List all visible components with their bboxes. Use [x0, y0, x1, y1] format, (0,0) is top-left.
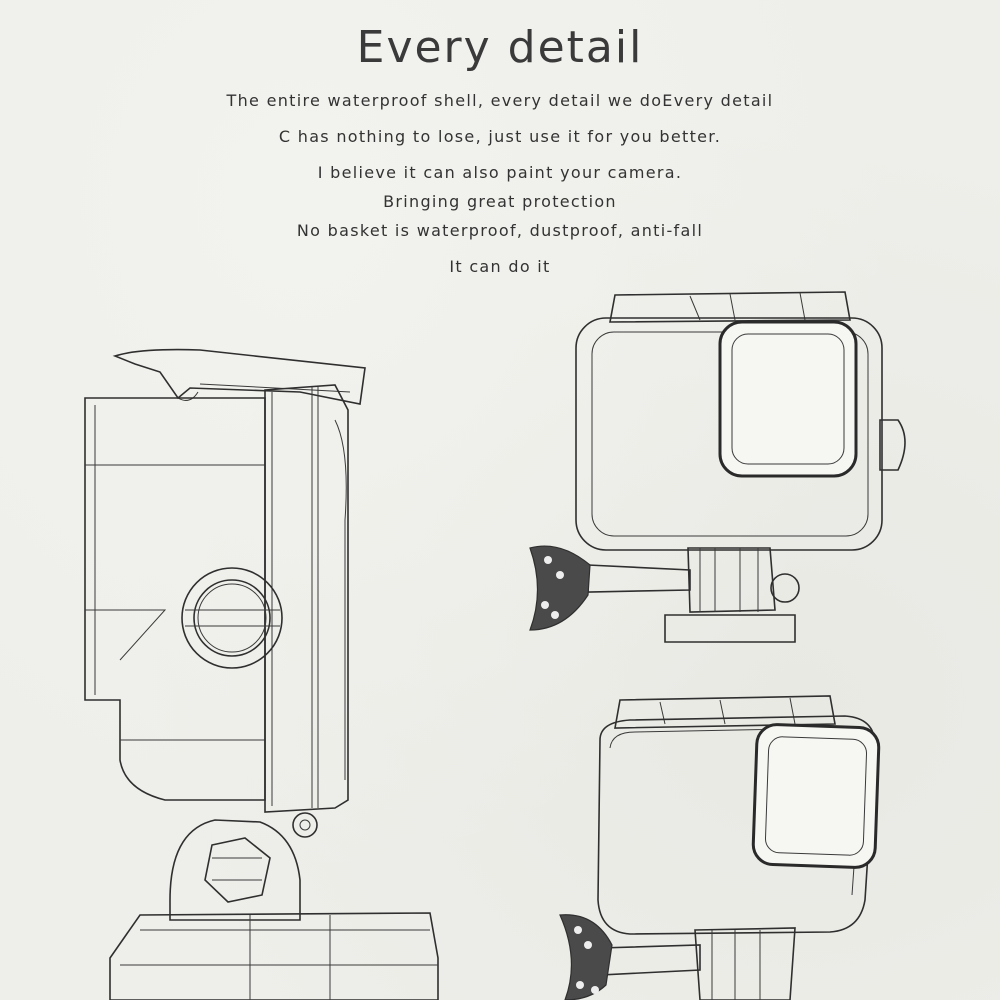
description-line-5: No basket is waterproof, dustproof, anti…: [296, 221, 704, 240]
description-line-2: C has nothing to lose, just use it for y…: [278, 127, 722, 146]
description-line-6: It can do it: [449, 257, 551, 276]
description-line-4: Bringing great protection: [383, 192, 617, 211]
description-line-3: I believe it can also paint your camera.: [317, 163, 683, 182]
page-title: Every detail: [356, 22, 644, 73]
description-line-1: The entire waterproof shell, every detai…: [226, 91, 774, 110]
